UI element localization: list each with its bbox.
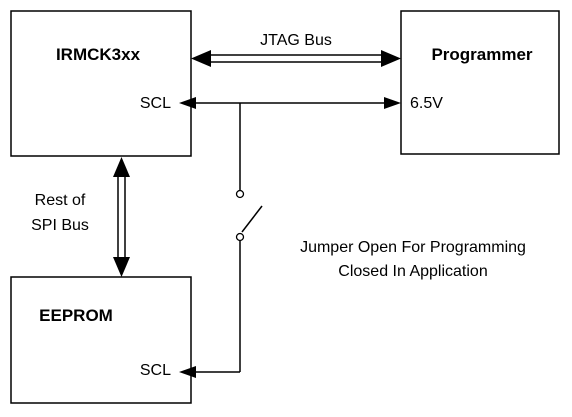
programmer-6v5-label: 6.5V (410, 95, 443, 112)
programmer-block: Programmer 6.5V (400, 10, 560, 155)
jumper-label-line1: Jumper Open For Programming (300, 239, 526, 256)
jumper-branch (179, 103, 263, 378)
programmer-title: Programmer (431, 45, 532, 64)
irmck-title: IRMCK3xx (56, 45, 141, 64)
spi-bus-label-line1: Rest of (35, 192, 86, 209)
jumper-label-line2: Closed In Application (338, 263, 487, 280)
jumper-terminal-bottom (235, 232, 245, 242)
jtag-bus-arrow (191, 50, 401, 67)
spi-bus-arrowhead-top (113, 157, 130, 177)
scl-programmer-arrow (179, 97, 401, 109)
jumper-switch-blade (241, 205, 263, 233)
eeprom-block: EEPROM SCL (10, 276, 192, 404)
jtag-bus-arrowhead-left (191, 50, 211, 67)
spi-bus-arrowhead-bottom (113, 257, 130, 277)
scl-arrowhead-left (179, 97, 196, 109)
jtag-bus-label: JTAG Bus (260, 32, 332, 49)
eeprom-box (10, 276, 192, 404)
irmck-box (10, 10, 192, 157)
eeprom-title: EEPROM (39, 306, 113, 325)
programmer-box (400, 10, 560, 155)
jumper-terminal-top (235, 189, 245, 199)
eeprom-scl-arrowhead (179, 366, 196, 378)
irmck-block: IRMCK3xx SCL (10, 10, 192, 157)
eeprom-scl-label: SCL (140, 362, 171, 379)
spi-bus-label-line2: SPI Bus (31, 217, 89, 234)
programmer-arrowhead-right (384, 97, 401, 109)
spi-bus-arrow (113, 157, 130, 277)
jtag-bus-arrowhead-right (381, 50, 401, 67)
irmck-scl-label: SCL (140, 95, 171, 112)
